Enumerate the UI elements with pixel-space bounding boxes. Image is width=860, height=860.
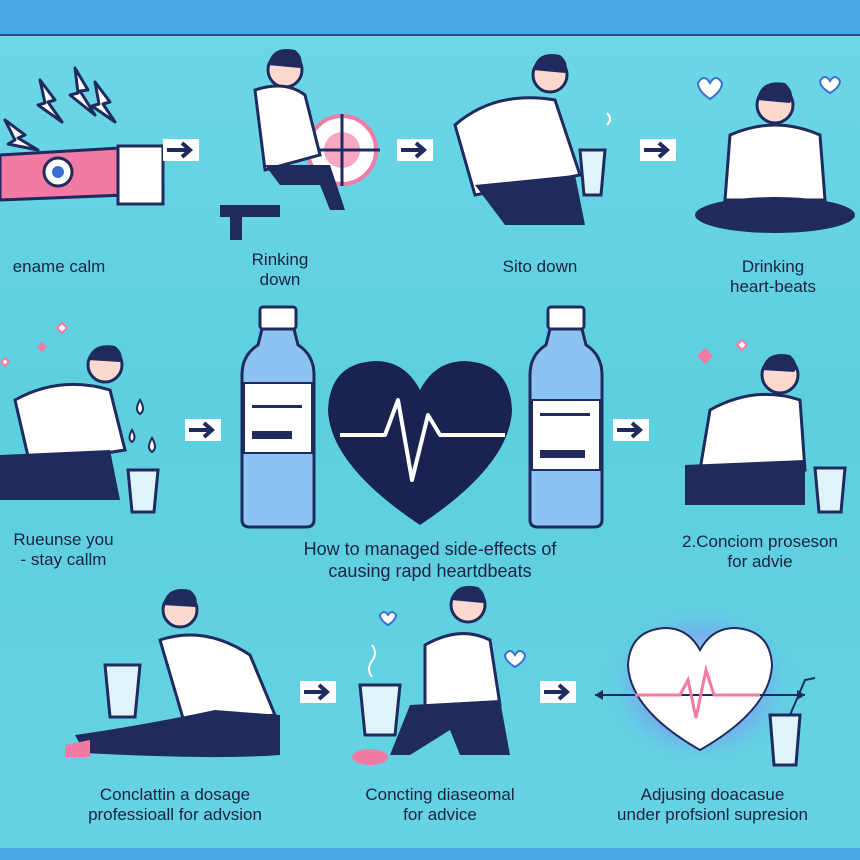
step-caption: 2.Conciom proseson for advie bbox=[660, 532, 860, 572]
caption-line: heart-beats bbox=[730, 277, 816, 296]
caption-line: Rueunse you bbox=[13, 530, 114, 549]
water-glass-icon bbox=[578, 148, 607, 197]
caption-line: Adjusing doacasue bbox=[640, 785, 785, 804]
step-caption: Conclattin a dosage professioall for adv… bbox=[55, 785, 295, 825]
water-glass-icon bbox=[813, 466, 847, 514]
heartbeat-icon bbox=[340, 398, 505, 482]
heart-icon bbox=[696, 76, 842, 101]
step-caption: Adjusing doacasue under profsionl supres… bbox=[585, 785, 840, 825]
title-line: causing rapd heartdbeats bbox=[328, 561, 532, 581]
bending-person-figure bbox=[0, 321, 160, 514]
water-drop-icon bbox=[128, 398, 156, 454]
caption-line: Conclattin a dosage bbox=[99, 785, 251, 804]
water-glass-icon bbox=[358, 683, 402, 737]
heartbeat-icon bbox=[635, 664, 760, 719]
heart-icon bbox=[328, 361, 512, 525]
water-bottle-icon bbox=[240, 305, 316, 529]
step-caption: Rinking down bbox=[225, 250, 335, 290]
step-caption: Concting diaseomal for advice bbox=[330, 785, 550, 825]
step-caption: еname calm bbox=[0, 257, 124, 277]
arrow-right-icon bbox=[540, 681, 576, 703]
water-glass-icon bbox=[126, 468, 160, 514]
arrow-right-icon bbox=[640, 139, 676, 161]
water-bottle-icon bbox=[528, 305, 604, 529]
heart-icon bbox=[626, 626, 774, 752]
crosslegged-person-figure bbox=[695, 76, 855, 233]
step-caption: Sito down bbox=[470, 257, 610, 277]
lightning-icon bbox=[3, 66, 117, 152]
caption-line: еname calm bbox=[12, 257, 106, 276]
arrow-right-icon bbox=[397, 139, 433, 161]
caption-line: under profsionl supresion bbox=[617, 805, 808, 824]
arrow-right-icon bbox=[163, 139, 199, 161]
caption-line: 2.Conciom proseson bbox=[682, 532, 838, 551]
center-title: How to managed side-effects of causing r… bbox=[250, 538, 610, 582]
arrow-right-icon bbox=[613, 419, 649, 441]
caption-line: - stay callm bbox=[20, 550, 107, 569]
hand-figure bbox=[0, 66, 165, 206]
caption-line: Drinking bbox=[741, 257, 805, 276]
caption-line: down bbox=[259, 270, 301, 289]
head-in-hands-figure bbox=[685, 338, 847, 514]
caption-line: professioall for advsion bbox=[88, 805, 262, 824]
water-glass-icon bbox=[103, 663, 142, 719]
kneeling-person-figure bbox=[352, 585, 527, 765]
caption-line: Sito down bbox=[502, 257, 578, 276]
sitting-person-figure bbox=[220, 49, 380, 240]
arrow-right-icon bbox=[300, 681, 336, 703]
glowing-heart-figure bbox=[595, 600, 816, 770]
caption-line: Concting diaseomal bbox=[365, 785, 515, 804]
caption-line: Rinking bbox=[251, 250, 309, 269]
caption-line: for advie bbox=[727, 552, 793, 571]
step-caption: Drinking heart-beats bbox=[698, 257, 848, 297]
divider bbox=[0, 34, 860, 36]
caption-line: for advice bbox=[403, 805, 477, 824]
water-glass-icon bbox=[768, 677, 816, 767]
reclining-person-figure bbox=[65, 589, 280, 758]
arrow-right-icon bbox=[185, 419, 221, 441]
step-caption: Rueunse you - stay callm bbox=[0, 530, 131, 570]
title-line: How to managed side-effects of bbox=[303, 539, 557, 559]
person-with-glass-figure bbox=[453, 54, 611, 225]
